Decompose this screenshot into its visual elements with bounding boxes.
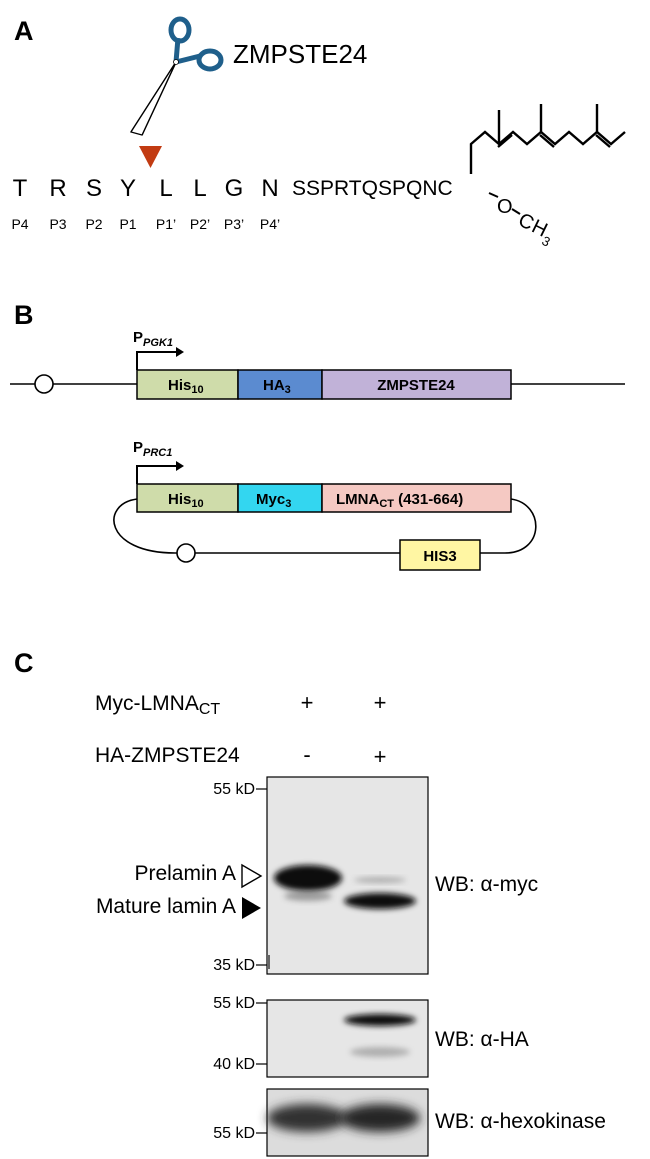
origin-circle-2: [176, 543, 196, 563]
blot-ha: [266, 999, 429, 1078]
blot1-mw-bottom: 35 kD: [213, 957, 255, 974]
myc-lmna-row-label: Myc-LMNACT: [95, 692, 220, 718]
mature-lamin-a-label: Mature lamin A: [96, 895, 236, 918]
ha-zmpste24-row-label: HA-ZMPSTE24: [95, 744, 240, 767]
position-5: P2’: [190, 216, 210, 232]
position-3: P1: [119, 216, 136, 232]
svg-text:O: O: [497, 196, 513, 218]
origin-circle-1: [34, 374, 54, 394]
residue-1: R: [49, 175, 66, 202]
prelamin-a-label: Prelamin A: [134, 862, 236, 885]
residue-5: L: [193, 175, 206, 202]
promoter-arrow-2: [136, 465, 176, 484]
residue-0: T: [13, 175, 28, 202]
prelamin-open-arrowhead: [241, 863, 263, 889]
blot1-mw-top: 55 kD: [213, 781, 255, 798]
position-labels: P4 P3 P2 P1 P1’ P2’ P3’ P4’: [11, 216, 280, 232]
his3-label: HIS3: [423, 548, 456, 565]
blot2-mw-bottom: 40 kD: [213, 1056, 255, 1073]
position-7: P4’: [260, 216, 280, 232]
scissors-icon: [130, 16, 224, 136]
blot2-mw-top: 55 kD: [213, 995, 255, 1012]
row1-lane1: +: [301, 690, 314, 715]
wb-ha-label: WB: α-HA: [435, 1028, 529, 1051]
lmna-ct-label: LMNACT (431-664): [336, 491, 463, 510]
his3-marker: [399, 539, 481, 571]
promoter-arrow-1: [136, 351, 176, 370]
residue-4: L: [159, 175, 172, 202]
blot-myc: [266, 776, 429, 975]
farnesyl-group: [469, 104, 626, 174]
panel-label-c: C: [14, 648, 34, 678]
wb-hexokinase-label: WB: α-hexokinase: [435, 1110, 606, 1133]
row2-lane1: -: [303, 742, 310, 767]
wb-myc-label: WB: α-myc: [435, 873, 538, 896]
residue-6: G: [225, 175, 244, 202]
mature-filled-arrowhead: [242, 897, 261, 919]
position-0: P4: [11, 216, 28, 232]
position-1: P3: [49, 216, 66, 232]
his10-label-2: His10: [168, 491, 204, 510]
construct-1: PPGK1 His10 HA3 ZMPSTE24: [10, 329, 625, 400]
enzyme-label: ZMPSTE24: [233, 39, 367, 69]
his10-label-1: His10: [168, 377, 204, 396]
position-6: P3’: [224, 216, 244, 232]
myc3-label: Myc3: [256, 491, 291, 510]
blot3-mw: 55 kD: [213, 1125, 255, 1142]
panel-label-a: A: [14, 16, 34, 46]
promoter-pgk1: PPGK1: [133, 329, 173, 349]
panel-label-b: B: [14, 300, 34, 330]
row2-lane2: +: [374, 744, 387, 769]
residue-2: S: [86, 175, 102, 202]
residue-7: N: [261, 175, 278, 202]
ha3-label: HA3: [263, 377, 291, 396]
tail-sequence: SSPRTQSPQNC: [292, 177, 453, 200]
promoter-prc1: PPRC1: [133, 439, 172, 459]
blot-hexokinase: [266, 1088, 429, 1157]
position-4: P1’: [156, 216, 176, 232]
methyl-ester: O C H 3: [488, 192, 553, 250]
residue-3: Y: [120, 175, 136, 202]
cleavage-site-marker: [139, 146, 162, 168]
position-2: P2: [85, 216, 102, 232]
row1-lane2: +: [374, 690, 387, 715]
construct-2-plasmid: HIS3 PPRC1 His10 Myc3 LMNACT (431-664): [113, 439, 537, 571]
zmpste24-gene-label: ZMPSTE24: [377, 377, 455, 394]
